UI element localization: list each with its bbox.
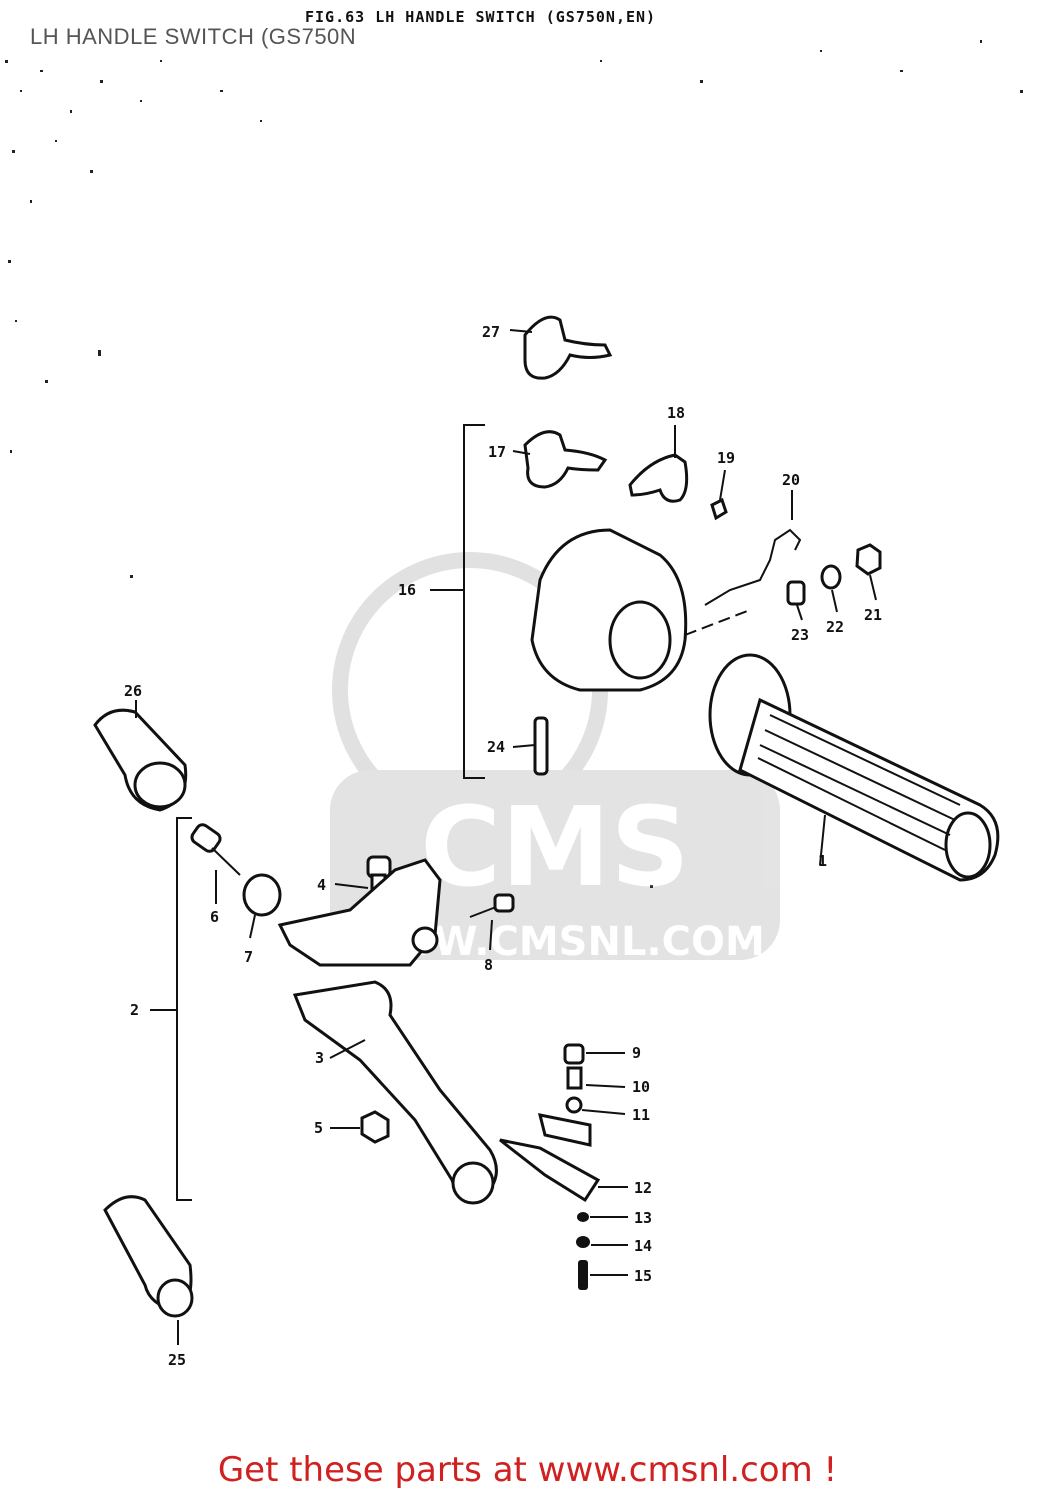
label-7: 7 [244, 948, 253, 966]
part-19-screw [710, 497, 728, 521]
label-25: 25 [168, 1351, 186, 1369]
label-24: 24 [487, 738, 505, 756]
label-6: 6 [210, 908, 219, 926]
lever-bracket [277, 858, 442, 967]
label-17: 17 [488, 443, 506, 461]
part-21-nut [855, 543, 882, 576]
label-13: 13 [634, 1209, 652, 1227]
label-19: 19 [717, 449, 735, 467]
part-20-spring [704, 528, 802, 606]
part-27-knob [523, 315, 613, 380]
label-9: 9 [632, 1044, 641, 1062]
label-21: 21 [864, 606, 882, 624]
part-14-washer [576, 1236, 590, 1248]
part-6-bolt [190, 823, 241, 876]
part-10-spring [566, 1066, 583, 1090]
label-4: 4 [317, 876, 326, 894]
part-11-ball [565, 1096, 583, 1114]
part-17-knob [523, 430, 608, 489]
label-5: 5 [314, 1119, 323, 1137]
label-20: 20 [782, 471, 800, 489]
part-18-knob [628, 453, 689, 503]
part-3-lever [292, 980, 498, 1205]
label-18: 18 [667, 404, 685, 422]
part-8-screw [469, 893, 515, 918]
get-parts-link[interactable]: Get these parts at www.cmsnl.com ! [217, 1450, 838, 1490]
svg-text:CMS: CMS [420, 783, 689, 911]
page-title: LH HANDLE SWITCH (GS750N [30, 24, 357, 49]
part-12-switch [499, 1113, 601, 1203]
label-26: 26 [124, 682, 142, 700]
label-27: 27 [482, 323, 500, 341]
part-labels: 1 2 3 4 5 6 7 8 9 10 11 12 13 14 15 16 1… [124, 323, 882, 1369]
figure-title: FIG.63 LH HANDLE SWITCH (GS750N,EN) [305, 8, 657, 26]
part-7-bushing [242, 873, 282, 917]
part-26-boot [93, 708, 188, 812]
part-23-spring [786, 580, 806, 606]
label-3: 3 [315, 1049, 324, 1067]
part-16-switch-housing [530, 528, 751, 692]
label-1: 1 [818, 852, 827, 870]
label-8: 8 [484, 956, 493, 974]
label-14: 14 [634, 1237, 652, 1255]
part-13-washer [577, 1212, 589, 1222]
label-22: 22 [826, 618, 844, 636]
label-10: 10 [632, 1078, 650, 1096]
part-22-ball [820, 564, 842, 590]
leader-lines [135, 329, 877, 1345]
part-15-screw [578, 1260, 588, 1290]
label-16: 16 [398, 581, 416, 599]
part-1-grip [708, 653, 1000, 882]
part-9-cap [563, 1043, 585, 1065]
label-12: 12 [634, 1179, 652, 1197]
cms-watermark: CMS WWW.CMSNL.COM [330, 552, 780, 965]
part-25-cover [103, 1195, 194, 1318]
part-5-nut [360, 1110, 390, 1144]
label-15: 15 [634, 1267, 652, 1285]
bracket-2 [176, 817, 192, 1201]
label-23: 23 [791, 626, 809, 644]
label-2: 2 [130, 1001, 139, 1019]
bracket-16 [463, 424, 485, 779]
label-11: 11 [632, 1106, 650, 1124]
part-24-screw [533, 716, 549, 776]
scan-noise [5, 40, 1023, 888]
